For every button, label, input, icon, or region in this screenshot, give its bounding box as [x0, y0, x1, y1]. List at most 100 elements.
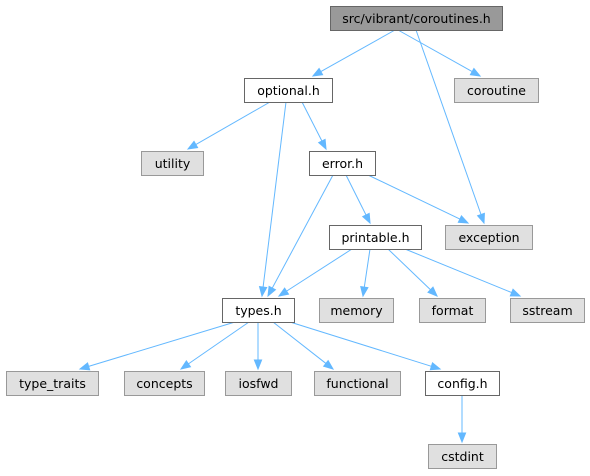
- edge-optional-to-utility: [186, 101, 271, 150]
- edge-line: [262, 101, 287, 288]
- edge-line: [345, 174, 367, 216]
- node-box: [510, 298, 585, 323]
- node-functional: functional: [314, 371, 401, 396]
- edge-types-to-functional: [272, 321, 335, 370]
- node-box: [6, 371, 99, 396]
- edge-line: [404, 248, 512, 294]
- node-label: utility: [155, 156, 191, 171]
- node-coroutines[interactable]: src/vibrant/coroutines.h: [330, 6, 503, 31]
- node-coroutine: coroutine: [454, 78, 539, 103]
- node-box: [225, 371, 292, 396]
- edge-printable-to-types: [277, 248, 353, 297]
- arrowhead-icon: [186, 140, 199, 150]
- node-label: iosfwd: [239, 376, 279, 391]
- arrowhead-icon: [361, 212, 371, 225]
- arrowhead-icon: [509, 288, 522, 297]
- node-label: printable.h: [341, 230, 409, 245]
- edge-line: [397, 29, 473, 73]
- node-format: format: [419, 298, 486, 323]
- edge-line: [387, 248, 431, 291]
- node-config[interactable]: config.h: [425, 371, 500, 396]
- node-box: [244, 78, 333, 103]
- edge-coroutines-to-optional: [311, 29, 396, 77]
- node-box: [330, 6, 503, 31]
- arrowhead-icon: [476, 212, 485, 225]
- node-label: config.h: [437, 376, 487, 391]
- arrowhead-icon: [427, 286, 438, 297]
- arrowhead-icon: [179, 360, 192, 370]
- edge-line: [301, 101, 323, 142]
- node-label: exception: [458, 230, 519, 245]
- node-cstdint: cstdint: [428, 444, 497, 469]
- node-box: [445, 225, 533, 250]
- node-concepts: concepts: [124, 371, 205, 396]
- node-label: sstream: [522, 303, 572, 318]
- node-box: [314, 371, 401, 396]
- node-optional[interactable]: optional.h: [244, 78, 333, 103]
- edge-types-to-type_traits: [78, 321, 236, 371]
- arrowhead-icon: [267, 285, 277, 298]
- node-box: [428, 444, 497, 469]
- arrowhead-icon: [457, 214, 470, 224]
- edge-line: [367, 174, 461, 220]
- edge-line: [88, 321, 236, 367]
- node-label: concepts: [136, 376, 192, 391]
- arrowhead-icon: [78, 362, 91, 371]
- node-label: error.h: [322, 156, 363, 171]
- edge-error-to-exception: [367, 174, 470, 224]
- node-type-traits: type_traits: [6, 371, 99, 396]
- node-box: [454, 78, 539, 103]
- node-box: [319, 298, 394, 323]
- edge-line: [195, 101, 271, 145]
- node-error[interactable]: error.h: [309, 151, 376, 176]
- node-box: [329, 225, 422, 250]
- arrowhead-icon: [469, 67, 482, 77]
- edge-line: [363, 248, 371, 288]
- node-exception: exception: [445, 225, 533, 250]
- arrowhead-icon: [322, 359, 335, 370]
- edge-line: [271, 174, 334, 289]
- node-label: memory: [330, 303, 383, 318]
- arrowhead-icon: [277, 287, 290, 297]
- arrowhead-icon: [317, 138, 327, 151]
- node-box: [425, 371, 500, 396]
- node-box: [309, 151, 376, 176]
- node-box: [222, 298, 295, 323]
- arrowhead-icon: [311, 67, 324, 77]
- edge-line: [188, 321, 250, 365]
- edge-optional-to-error: [301, 101, 327, 151]
- node-box: [124, 371, 205, 396]
- edge-error-to-types: [267, 174, 334, 298]
- arrowhead-icon: [360, 285, 369, 298]
- edge-line: [289, 321, 432, 367]
- edge-printable-to-sstream: [404, 248, 522, 297]
- node-label: type_traits: [19, 376, 86, 391]
- node-label: format: [432, 303, 474, 318]
- arrowhead-icon: [457, 432, 467, 444]
- node-types[interactable]: types.h: [222, 298, 295, 323]
- arrowhead-icon: [429, 362, 442, 371]
- node-iosfwd: iosfwd: [225, 371, 292, 396]
- edge-types-to-iosfwd: [253, 322, 263, 371]
- edge-optional-to-types: [258, 101, 287, 298]
- edges-layer: [78, 29, 522, 444]
- edge-line: [272, 321, 327, 364]
- node-box: [419, 298, 486, 323]
- node-label: coroutine: [467, 83, 526, 98]
- edge-types-to-config: [289, 321, 442, 371]
- node-utility: utility: [141, 151, 204, 176]
- edge-printable-to-memory: [360, 248, 371, 298]
- edge-line: [320, 29, 396, 73]
- node-printable[interactable]: printable.h: [329, 225, 422, 250]
- node-label: types.h: [235, 303, 281, 318]
- edge-line: [415, 29, 482, 215]
- edge-config-to-cstdint: [457, 395, 467, 444]
- edge-coroutines-to-exception: [415, 29, 485, 225]
- edge-coroutines-to-coroutine: [397, 29, 482, 77]
- node-label: cstdint: [441, 449, 484, 464]
- edge-printable-to-format: [387, 248, 438, 297]
- node-sstream: sstream: [510, 298, 585, 323]
- nodes-layer: src/vibrant/coroutines.h optional.h corout…: [6, 6, 585, 469]
- node-label: src/vibrant/coroutines.h: [342, 11, 490, 26]
